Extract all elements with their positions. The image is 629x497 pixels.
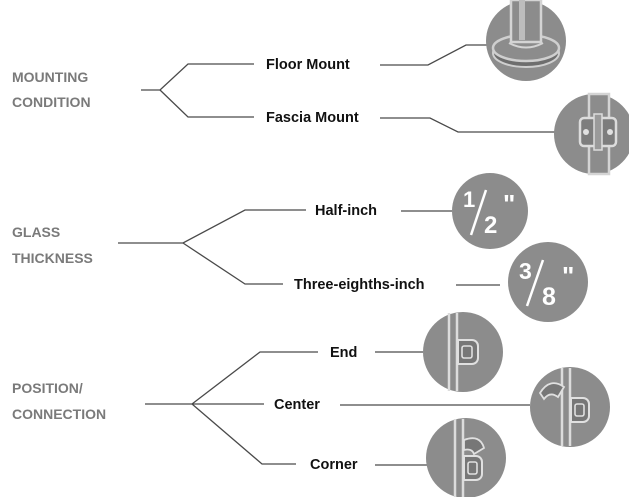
- fraction-slash: [469, 189, 488, 236]
- half-inch-badge: 1 2 ": [452, 173, 528, 249]
- fraction-denominator: 8: [542, 283, 556, 311]
- category-position-connection: POSITION/ CONNECTION: [12, 351, 318, 465]
- category-label-line: CONDITION: [12, 94, 91, 110]
- option-three-eighths-inch: Three-eighths-inch 3 8 ": [294, 242, 588, 322]
- category-label-line: GLASS: [12, 224, 60, 240]
- fascia-mount-icon: [554, 92, 629, 176]
- fraction-denominator: 2: [484, 212, 497, 239]
- option-connector: [380, 44, 490, 66]
- branch-connector: [191, 403, 296, 465]
- branch-connector: [159, 89, 254, 118]
- category-label-line: POSITION/: [12, 380, 83, 396]
- option-label: Fascia Mount: [266, 110, 359, 126]
- option-label: End: [330, 345, 357, 361]
- category-label-line: MOUNTING: [12, 69, 88, 85]
- option-center: Center: [274, 367, 610, 447]
- option-label: Three-eighths-inch: [294, 277, 425, 293]
- option-label: Center: [274, 397, 320, 413]
- three-eighths-inch-badge: 3 8 ": [508, 242, 588, 322]
- branch-connector: [182, 242, 283, 285]
- option-label: Half-inch: [315, 203, 377, 219]
- branch-connector: [118, 209, 306, 244]
- end-clamp-icon: [423, 312, 503, 392]
- branch-connector: [145, 351, 318, 405]
- fraction-slash: [525, 259, 545, 307]
- category-glass-thickness: GLASS THICKNESS: [12, 209, 306, 285]
- option-label: Floor Mount: [266, 57, 350, 73]
- corner-clamp-icon: [426, 418, 506, 497]
- fraction-numerator: 3: [519, 258, 532, 284]
- category-label-line: THICKNESS: [12, 250, 93, 266]
- option-half-inch: Half-inch 1 2 ": [315, 173, 528, 249]
- fraction-numerator: 1: [463, 187, 475, 212]
- option-corner: Corner: [310, 418, 506, 497]
- branch-connector: [141, 63, 254, 91]
- unit-mark: ": [503, 189, 515, 219]
- option-label: Corner: [310, 457, 358, 473]
- center-clamp-icon: [530, 367, 610, 447]
- category-label-line: CONNECTION: [12, 406, 106, 422]
- floor-mount-icon: [486, 0, 566, 81]
- option-fascia-mount: Fascia Mount: [266, 92, 629, 176]
- option-connector: [380, 117, 556, 133]
- category-mounting-condition: MOUNTING CONDITION: [12, 63, 254, 118]
- option-end: End: [330, 312, 503, 392]
- unit-mark: ": [562, 261, 574, 291]
- option-floor-mount: Floor Mount: [266, 0, 566, 81]
